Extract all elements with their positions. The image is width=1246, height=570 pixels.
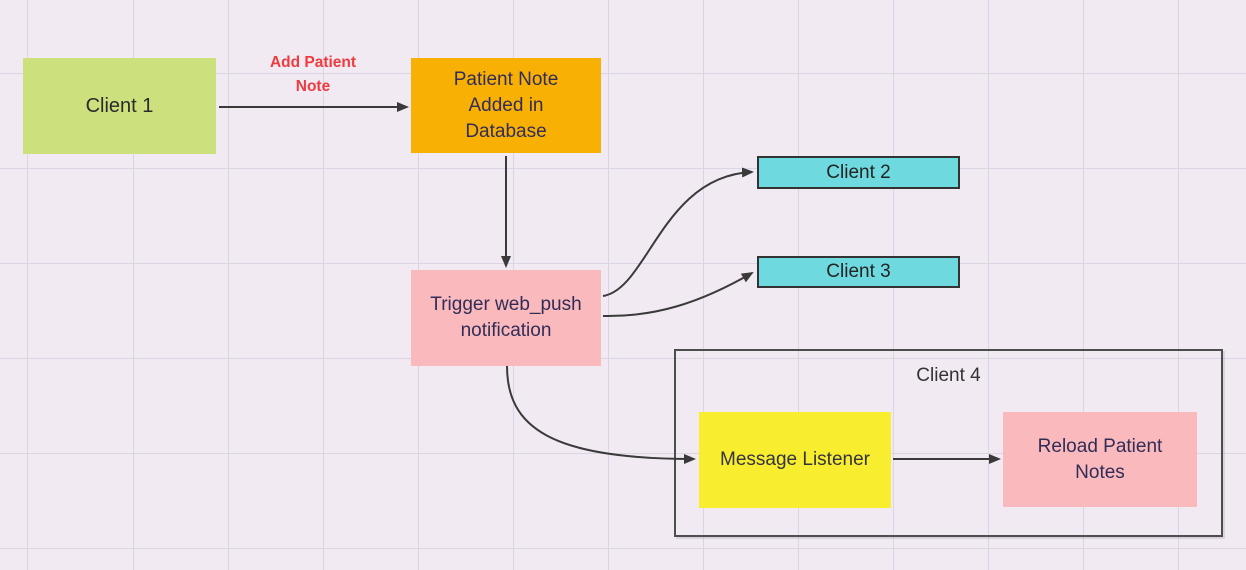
edge-label-add-patient-note: Add Patient Note (269, 54, 357, 95)
edge-trigger-to-client3 (602, 272, 754, 318)
node-client2-label: Client 2 (826, 161, 891, 183)
node-message-listener[interactable]: Message Listener (699, 412, 891, 508)
node-client2[interactable]: Client 2 (757, 156, 960, 189)
node-reload-patient-notes-label: Reload Patient Notes (1037, 435, 1163, 483)
edge-trigger-to-client2 (602, 167, 754, 297)
node-client1-label: Client 1 (85, 94, 154, 117)
node-client1[interactable]: Client 1 (23, 58, 216, 154)
node-message-listener-label: Message Listener (720, 449, 870, 470)
node-trigger-web-push[interactable]: Trigger web_push notification (411, 270, 601, 366)
node-trigger-web-push-label: Trigger web_push notification (430, 294, 582, 341)
edge-trigger-to-message-listener (506, 365, 696, 464)
node-reload-patient-notes[interactable]: Reload Patient Notes (1003, 412, 1197, 507)
node-patient-note-added[interactable]: Patient Note Added in Database (411, 58, 601, 153)
node-patient-note-added-label: Patient Note Added in Database (453, 68, 559, 142)
node-client3[interactable]: Client 3 (757, 256, 960, 288)
node-client3-label: Client 3 (826, 261, 891, 282)
group-client4-label: Client 4 (916, 365, 981, 386)
